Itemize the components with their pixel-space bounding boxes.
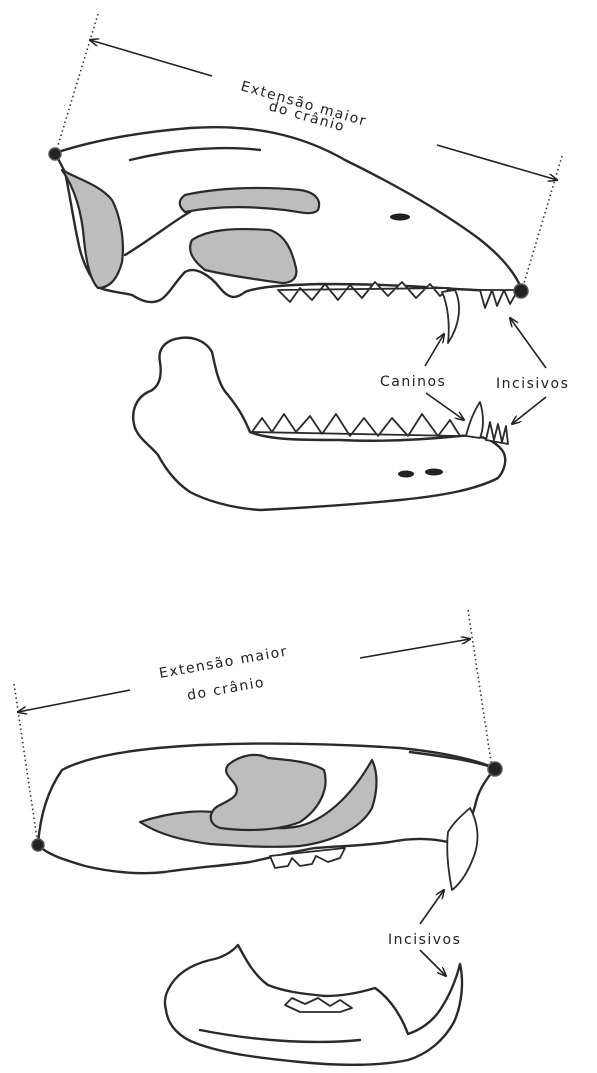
canine-arrow-upper	[425, 334, 444, 366]
bottom-guide-right	[468, 610, 492, 768]
rodent-molars	[270, 848, 345, 868]
carnivore-lower-teeth	[252, 414, 460, 436]
rodent-incisor-arrow-upper	[420, 890, 444, 924]
bottom-incisors-label: Incisivos	[388, 932, 461, 948]
carnivore-zygomatic-line	[125, 212, 190, 255]
canine-arrow-lower	[426, 393, 464, 420]
top-guide-left	[56, 14, 98, 152]
carnivore-skull-group: Extensão maior do crânio Caninos Incisiv…	[49, 14, 569, 510]
bottom-measure-point-back	[32, 839, 44, 851]
rodent-mandible-ridge	[200, 1030, 360, 1042]
rodent-upper-incisor	[447, 808, 477, 890]
top-measure-arrow-left	[90, 40, 212, 76]
bottom-measure-arrow-left	[18, 690, 130, 712]
carnivore-lower-canine	[466, 402, 483, 438]
incisor-arrow-upper	[510, 318, 546, 368]
bottom-measure-arrow-right	[360, 639, 470, 658]
rodent-incisor-arrow-lower	[420, 950, 446, 976]
top-measure-point-front	[514, 284, 528, 298]
canines-label: Caninos	[380, 374, 446, 390]
rodent-lower-molars	[285, 998, 352, 1012]
carnivore-mental-foramen-2	[425, 469, 443, 476]
rodent-nasal-line	[410, 752, 495, 768]
carnivore-lower-incisors	[486, 422, 508, 444]
carnivore-zygomatic-shading	[180, 188, 319, 213]
carnivore-brow-line	[130, 148, 260, 160]
carnivore-upper-canine	[442, 290, 459, 343]
carnivore-nasal-foramen	[390, 214, 410, 221]
bottom-measure-label-line1: Extensão maior	[158, 644, 289, 682]
top-measure-point-back	[49, 148, 61, 160]
bottom-measure-point-front	[488, 762, 502, 776]
rodent-skull-group: Extensão maior do crânio Incisivos	[14, 610, 502, 1065]
rodent-orbit-shading	[211, 755, 326, 830]
incisor-arrow-lower	[512, 397, 546, 424]
bottom-measure-label-line2: do crânio	[186, 675, 266, 704]
carnivore-occipital-shading	[62, 170, 123, 288]
top-measure-arrow-right	[437, 145, 557, 180]
carnivore-mental-foramen-1	[398, 471, 414, 478]
carnivore-upper-incisors	[480, 290, 518, 308]
top-incisors-label: Incisivos	[496, 376, 569, 392]
